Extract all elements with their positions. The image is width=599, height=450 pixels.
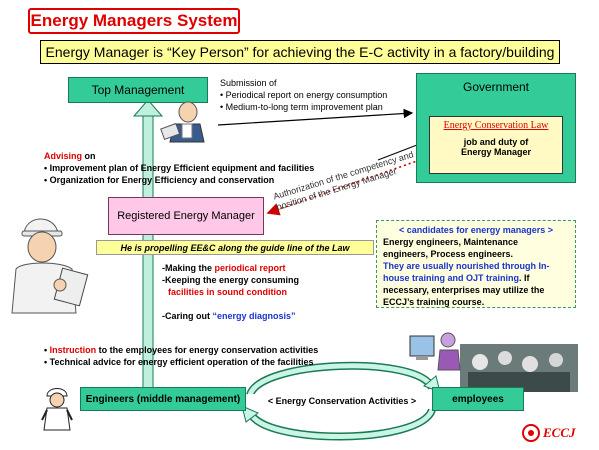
advising-item-text: Organization for Energy Efficiency and c… [49,175,275,185]
engineers-label: Engineers (middle management) [85,393,241,405]
duty-keeping-line2: facilities in sound condition [168,287,288,297]
instruction-block: Instruction to the employees for energy … [44,344,384,368]
employees-label: employees [452,393,504,405]
candidates-heading: < candidates for energy managers > [398,225,554,235]
submission-item: Medium-to-long term improvement plan [220,101,420,113]
duty-making: -Making the periodical report [162,262,362,274]
employees-box: employees [432,387,524,411]
submission-item: Periodical report on energy consumption [220,89,420,101]
instruction-list: Instruction to the employees for energy … [44,344,384,368]
law-box: Energy Conservation Law job and duty of … [429,116,563,174]
top-manager-icon [160,101,205,143]
duty-caring-key: “energy diagnosis” [212,311,296,321]
candidates-line1: Energy engineers, Maintenance [383,237,519,247]
activities-text: < Energy Conservation Activities > [267,396,417,406]
law-title: Energy Conservation Law [443,120,549,131]
advising-list: Improvement plan of Energy Efficient equ… [44,162,384,186]
advising-heading: Advising on [44,150,384,162]
worker-small-icon [41,388,73,431]
diagram-title: Energy Managers System [28,8,240,34]
advising-item: Organization for Energy Efficiency and c… [44,174,384,186]
submission-item-text: Medium-to-long term improvement plan [225,102,383,112]
submission-item-text: Periodical report on energy consumption [225,90,388,100]
submission-arrow [217,108,414,126]
duty-caring-prefix: -Caring out [162,311,213,321]
duty-keeping-line1: -Keeping the energy consuming [162,275,300,285]
advising-item: Improvement plan of Energy Efficient equ… [44,162,384,174]
candidates-line3: house training and OJT training. If [383,272,569,284]
instruction-item: Technical advice for energy efficient op… [44,356,384,368]
candidates-line2: engineers, Process engineers. [383,249,514,259]
advising-item-text: Improvement plan of Energy Efficient equ… [49,163,315,173]
candidates-box: < candidates for energy managers > Energ… [376,220,576,308]
top-management-box: Top Management [68,77,208,103]
law-duty-line1: job and duty of [463,137,529,147]
submission-block: Submission of Periodical report on energ… [220,77,420,113]
government-label: Government [462,80,530,94]
duty-making-key: periodical report [214,263,286,273]
duties-block: -Making the periodical report -Keeping t… [162,262,362,322]
advising-keyword: Advising [44,151,83,161]
advising-block: Advising on Improvement plan of Energy E… [44,150,384,186]
engineers-box: Engineers (middle management) [80,387,246,411]
propelling-banner: He is propelling EE&C along the guide li… [96,240,374,255]
instruction-rest: to the employees for energy conservation… [96,345,319,355]
government-box: Government Energy Conservation Law job a… [416,73,576,183]
duty-caring: -Caring out “energy diagnosis” [162,310,362,322]
candidates-blue2: house training and OJT training [383,273,520,283]
propelling-text: He is propelling EE&C along the guide li… [120,242,350,253]
instruction-item2-text: Technical advice for energy efficient op… [49,357,314,367]
submission-heading: Submission of [220,78,277,88]
authorization-arrow [266,159,421,216]
instruction-item: Instruction to the employees for energy … [44,344,384,356]
key-person-text: Energy Manager is “Key Person” for achie… [45,44,555,60]
law-duty-line2: Energy Manager [460,147,532,157]
instruction-keyword: Instruction [49,345,97,355]
eccj-logo-icon [522,424,540,442]
registered-manager-label: Registered Energy Manager [117,210,255,222]
diagram-title-text: Energy Managers System [30,11,238,30]
eccj-logo: ECCJ [522,424,576,442]
activities-label: < Energy Conservation Activities > [248,394,436,408]
top-management-label: Top Management [91,83,185,97]
duty-making-prefix: -Making the [162,263,215,273]
candidates-line4: necessary, enterprises may utilize the [383,285,545,295]
workers-photo [460,344,578,392]
engineer-helmet-icon [11,218,89,314]
submission-list: Periodical report on energy consumption … [220,89,420,113]
candidates-blue1: They are usually nourished through In- [383,261,550,271]
registered-manager-box: Registered Energy Manager [108,197,264,235]
candidates-line5: ECCJ’s training course. [383,297,485,307]
computer-user-icon [409,332,461,371]
advising-rest: on [82,151,96,161]
candidates-line3-rest: . If [519,273,530,283]
key-person-banner: Energy Manager is “Key Person” for achie… [40,40,560,64]
eccj-logo-text: ECCJ [543,425,576,440]
